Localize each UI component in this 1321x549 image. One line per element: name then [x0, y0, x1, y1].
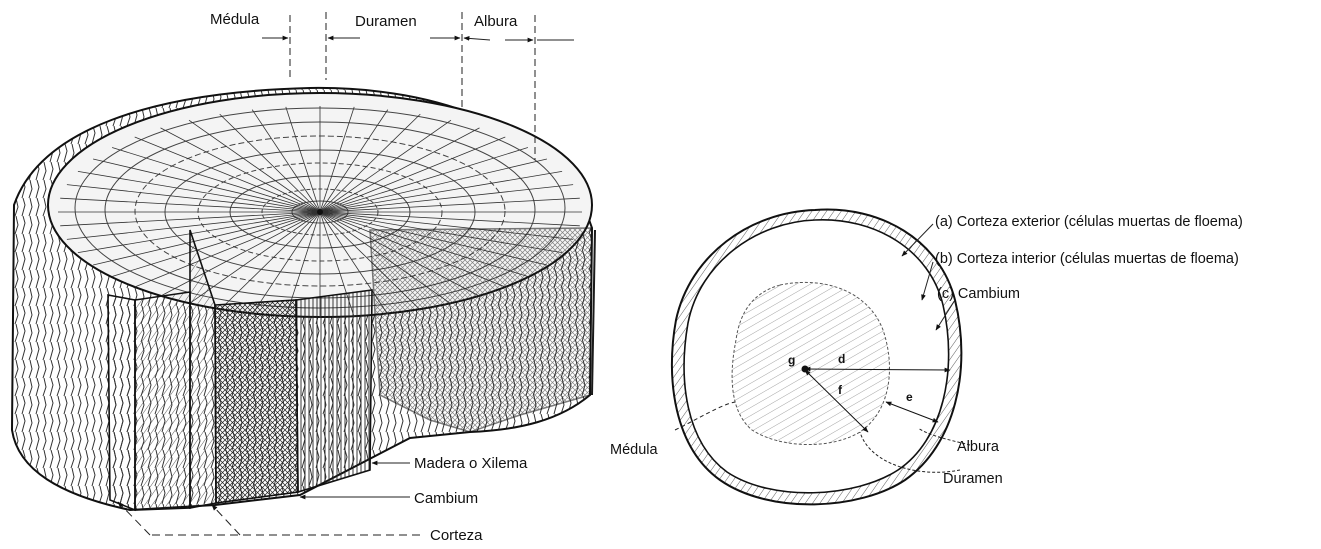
- letter-g: g: [788, 353, 795, 367]
- label-cambium-left: Cambium: [414, 490, 478, 507]
- label-duramen-right: Duramen: [943, 471, 1003, 487]
- log-illustration: Médula Duramen Albura Madera o Xilema Ca…: [12, 11, 595, 544]
- cambium-face: [215, 300, 298, 503]
- label-duramen-top: Duramen: [355, 13, 417, 30]
- label-medula-right: Médula: [610, 442, 658, 458]
- log-pith: [317, 209, 323, 215]
- label-madera-xilema: Madera o Xilema: [414, 455, 528, 472]
- cutaway-section: [370, 228, 592, 432]
- heartwood-area: [732, 282, 889, 444]
- xylem-face: [296, 290, 372, 492]
- label-albura-top: Albura: [474, 13, 518, 30]
- label-outer-bark: (a) Corteza exterior (células muertas de…: [935, 214, 1243, 230]
- label-inner-bark: (b) Corteza interior (células muertas de…: [935, 251, 1239, 267]
- letter-d: d: [838, 352, 845, 366]
- outer-bark-slab-2: [108, 295, 135, 510]
- outer-bark-slab-1: [135, 292, 190, 510]
- label-cambium-right: (c) Cambium: [937, 286, 1020, 302]
- label-medula-top: Médula: [210, 11, 260, 28]
- letter-e: e: [906, 390, 913, 404]
- cross-section-diagram: g d f e (a) Corteza exterior (células mu…: [610, 210, 1243, 505]
- label-corteza: Corteza: [430, 527, 483, 544]
- label-albura-right: Albura: [957, 439, 1000, 455]
